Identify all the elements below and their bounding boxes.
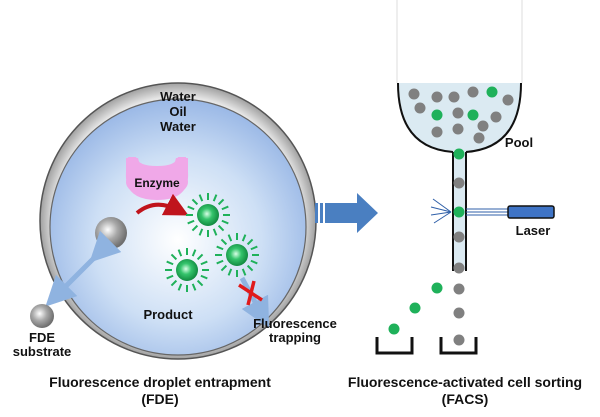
outer-water-label: Water	[160, 89, 196, 104]
nonfluorescent-cell	[453, 231, 465, 243]
laser-beam	[430, 198, 508, 224]
facs-caption-line1: Fluorescence-activated cell sorting	[348, 374, 582, 390]
fluorescence-ray	[227, 268, 233, 276]
fluorescence-ray	[200, 260, 208, 266]
nonfluorescent-cell	[452, 123, 464, 135]
inner-water-label: Water	[160, 119, 196, 134]
fluorescence-ray	[221, 219, 229, 225]
collection-bin-positive	[375, 337, 414, 355]
fluorescent-cell	[453, 148, 465, 160]
fluorescence-ray	[166, 260, 174, 266]
nonfluorescent-cell	[452, 107, 464, 119]
sorted-fluorescent-cell	[388, 323, 400, 335]
product-sphere	[197, 204, 219, 226]
fluorescence-ray	[198, 228, 204, 236]
fluorescence-ray	[170, 279, 178, 287]
fluorescence-ray	[241, 268, 247, 276]
fluorescence-ray	[200, 274, 208, 280]
substrate-ball-outside	[30, 304, 54, 328]
trapping-label-line1: Fluorescence	[253, 316, 337, 331]
sorted-stream-cells	[388, 282, 465, 346]
fluorescence-ray	[246, 264, 254, 272]
fluorescence-ray	[177, 249, 183, 257]
product-ball	[165, 248, 209, 292]
fluorescence-ray	[246, 238, 254, 246]
product-sphere	[226, 244, 248, 266]
fluorescent-cell	[453, 206, 465, 218]
sorted-nonfluorescent-cell	[453, 307, 465, 319]
fluorescence-ray	[196, 279, 204, 287]
nonfluorescent-cell	[414, 102, 426, 114]
nonfluorescent-cell	[448, 91, 460, 103]
diffusion-arrow-icon	[45, 230, 122, 307]
fluorescent-cell	[467, 109, 479, 121]
fluorescence-ray	[216, 245, 224, 251]
fluorescence-ray	[217, 198, 225, 206]
enzyme-pocket	[126, 158, 188, 178]
fde-caption-line1: Fluorescence droplet entrapment	[49, 374, 271, 390]
fluorescence-ray	[241, 234, 247, 242]
substrate-ball-inside	[95, 217, 127, 249]
facs-caption-line2: (FACS)	[442, 391, 489, 407]
transition-arrow-icon	[315, 193, 378, 233]
product-balls	[165, 193, 259, 292]
fluorescence-ray	[221, 205, 229, 211]
nonfluorescent-cell	[431, 91, 443, 103]
fluorescent-cell	[431, 109, 443, 121]
nonfluorescent-cell	[467, 86, 479, 98]
facs-apparatus	[396, 0, 523, 271]
fluorescence-ray	[250, 245, 258, 251]
sorted-fluorescent-cell	[431, 282, 443, 294]
laser-icon	[507, 205, 555, 219]
fluorescence-ray	[216, 259, 224, 265]
fluorescence-ray	[220, 238, 228, 246]
pool-label: Pool	[505, 135, 533, 150]
product-sphere	[176, 259, 198, 281]
blocked-diffusion-arrow-icon	[239, 276, 270, 329]
nonfluorescent-cell	[431, 126, 443, 138]
sorted-nonfluorescent-cell	[453, 283, 465, 295]
pool-cells	[408, 86, 514, 274]
product-label: Product	[143, 307, 193, 322]
nonfluorescent-cell	[490, 111, 502, 123]
fluorescence-ray	[212, 228, 218, 236]
product-ball	[215, 233, 259, 277]
laser-label: Laser	[516, 223, 551, 238]
fluorescence-ray	[198, 194, 204, 202]
fluorescence-ray	[177, 283, 183, 291]
fluorescence-ray	[191, 198, 199, 206]
fluorescence-ray	[191, 249, 197, 257]
oil-label: Oil	[169, 104, 186, 119]
fluorescence-ray	[220, 264, 228, 272]
fluorescence-ray	[191, 283, 197, 291]
nonfluorescent-cell	[502, 94, 514, 106]
reaction-arrow-icon	[135, 193, 189, 216]
fluorescence-ray	[187, 205, 195, 211]
fluorescence-ray	[170, 253, 178, 261]
nonfluorescent-cell	[477, 120, 489, 132]
enzyme-label: Enzyme	[134, 176, 180, 190]
trapping-label-line2: trapping	[269, 330, 321, 345]
substrate-label-line2: substrate	[13, 344, 72, 359]
fluorescence-ray	[187, 219, 195, 225]
fluorescence-ray	[217, 224, 225, 232]
fluorescence-ray	[212, 194, 218, 202]
fluorescence-ray	[191, 224, 199, 232]
nonfluorescent-cell	[473, 132, 485, 144]
nonfluorescent-cell	[453, 262, 465, 274]
fluorescent-cell	[486, 86, 498, 98]
nonfluorescent-cell	[408, 88, 420, 100]
block-x-icon	[238, 280, 263, 306]
fluorescence-ray	[250, 259, 258, 265]
fluorescence-ray	[196, 253, 204, 261]
fluorescence-ray	[227, 234, 233, 242]
fde-caption-line2: (FDE)	[141, 391, 178, 407]
collection-bin-negative	[439, 337, 478, 355]
substrate-label-line1: FDE	[29, 330, 55, 345]
fluorescence-ray	[166, 274, 174, 280]
sorted-fluorescent-cell	[409, 302, 421, 314]
nonfluorescent-cell	[453, 177, 465, 189]
sorted-nonfluorescent-cell	[453, 334, 465, 346]
product-ball	[186, 193, 230, 237]
